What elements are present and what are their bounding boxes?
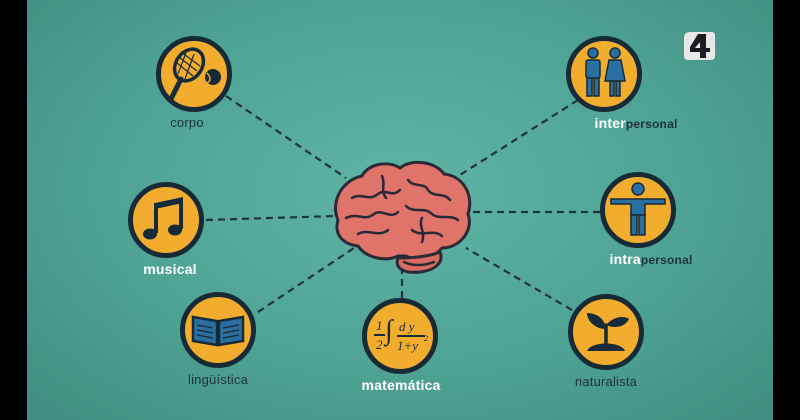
intrapersonal-label: intrapersonal (610, 251, 693, 267)
intrapersonal-node (600, 172, 676, 248)
link-linguistica (257, 243, 361, 313)
naturalista-node (568, 294, 644, 370)
formula-two: 2 (376, 337, 383, 352)
link-corpo (225, 95, 347, 179)
corpo-node (156, 36, 232, 112)
fraction-bar-2 (397, 335, 425, 337)
musical-node (128, 182, 204, 258)
naturalista-label: naturalista (574, 374, 638, 389)
fraction-bar (374, 334, 385, 336)
matematica-label: matemática (361, 377, 441, 393)
linguistica-node (180, 292, 256, 368)
music-note-icon (143, 197, 183, 240)
formula-exponent: 2 (424, 334, 428, 343)
open-book-icon (191, 315, 245, 347)
tennis-racket-icon (168, 47, 221, 102)
two-people-icon (585, 47, 626, 97)
link-naturalista (465, 247, 573, 311)
sprout-icon (587, 313, 629, 351)
interpersonal-node (566, 36, 642, 112)
channel-logo (684, 32, 715, 60)
linguistica-label: lingüística (187, 372, 249, 387)
intrapersonal-label-suffix: personal (640, 253, 693, 267)
link-musical (205, 214, 337, 222)
musical-label: musical (143, 261, 197, 277)
formula-one: 1 (376, 318, 383, 333)
brain-icon (334, 160, 472, 274)
formula-denominator: 1+y (397, 338, 419, 353)
integral-formula-icon: 1 2 ∫ d y 1+y 2 (367, 303, 433, 369)
formula-dy: d y (399, 319, 415, 334)
corpo-label: corpo (170, 115, 204, 130)
interpersonal-label: interpersonal (595, 115, 678, 131)
intrapersonal-label-prefix: intra (609, 251, 641, 267)
interpersonal-label-suffix: personal (625, 117, 678, 131)
person-arms-open-icon (610, 182, 666, 236)
integral-sign: ∫ (385, 315, 393, 346)
link-interpersonal (451, 99, 579, 181)
matematica-node: 1 2 ∫ d y 1+y 2 (362, 298, 438, 374)
interpersonal-label-prefix: inter (594, 115, 626, 131)
